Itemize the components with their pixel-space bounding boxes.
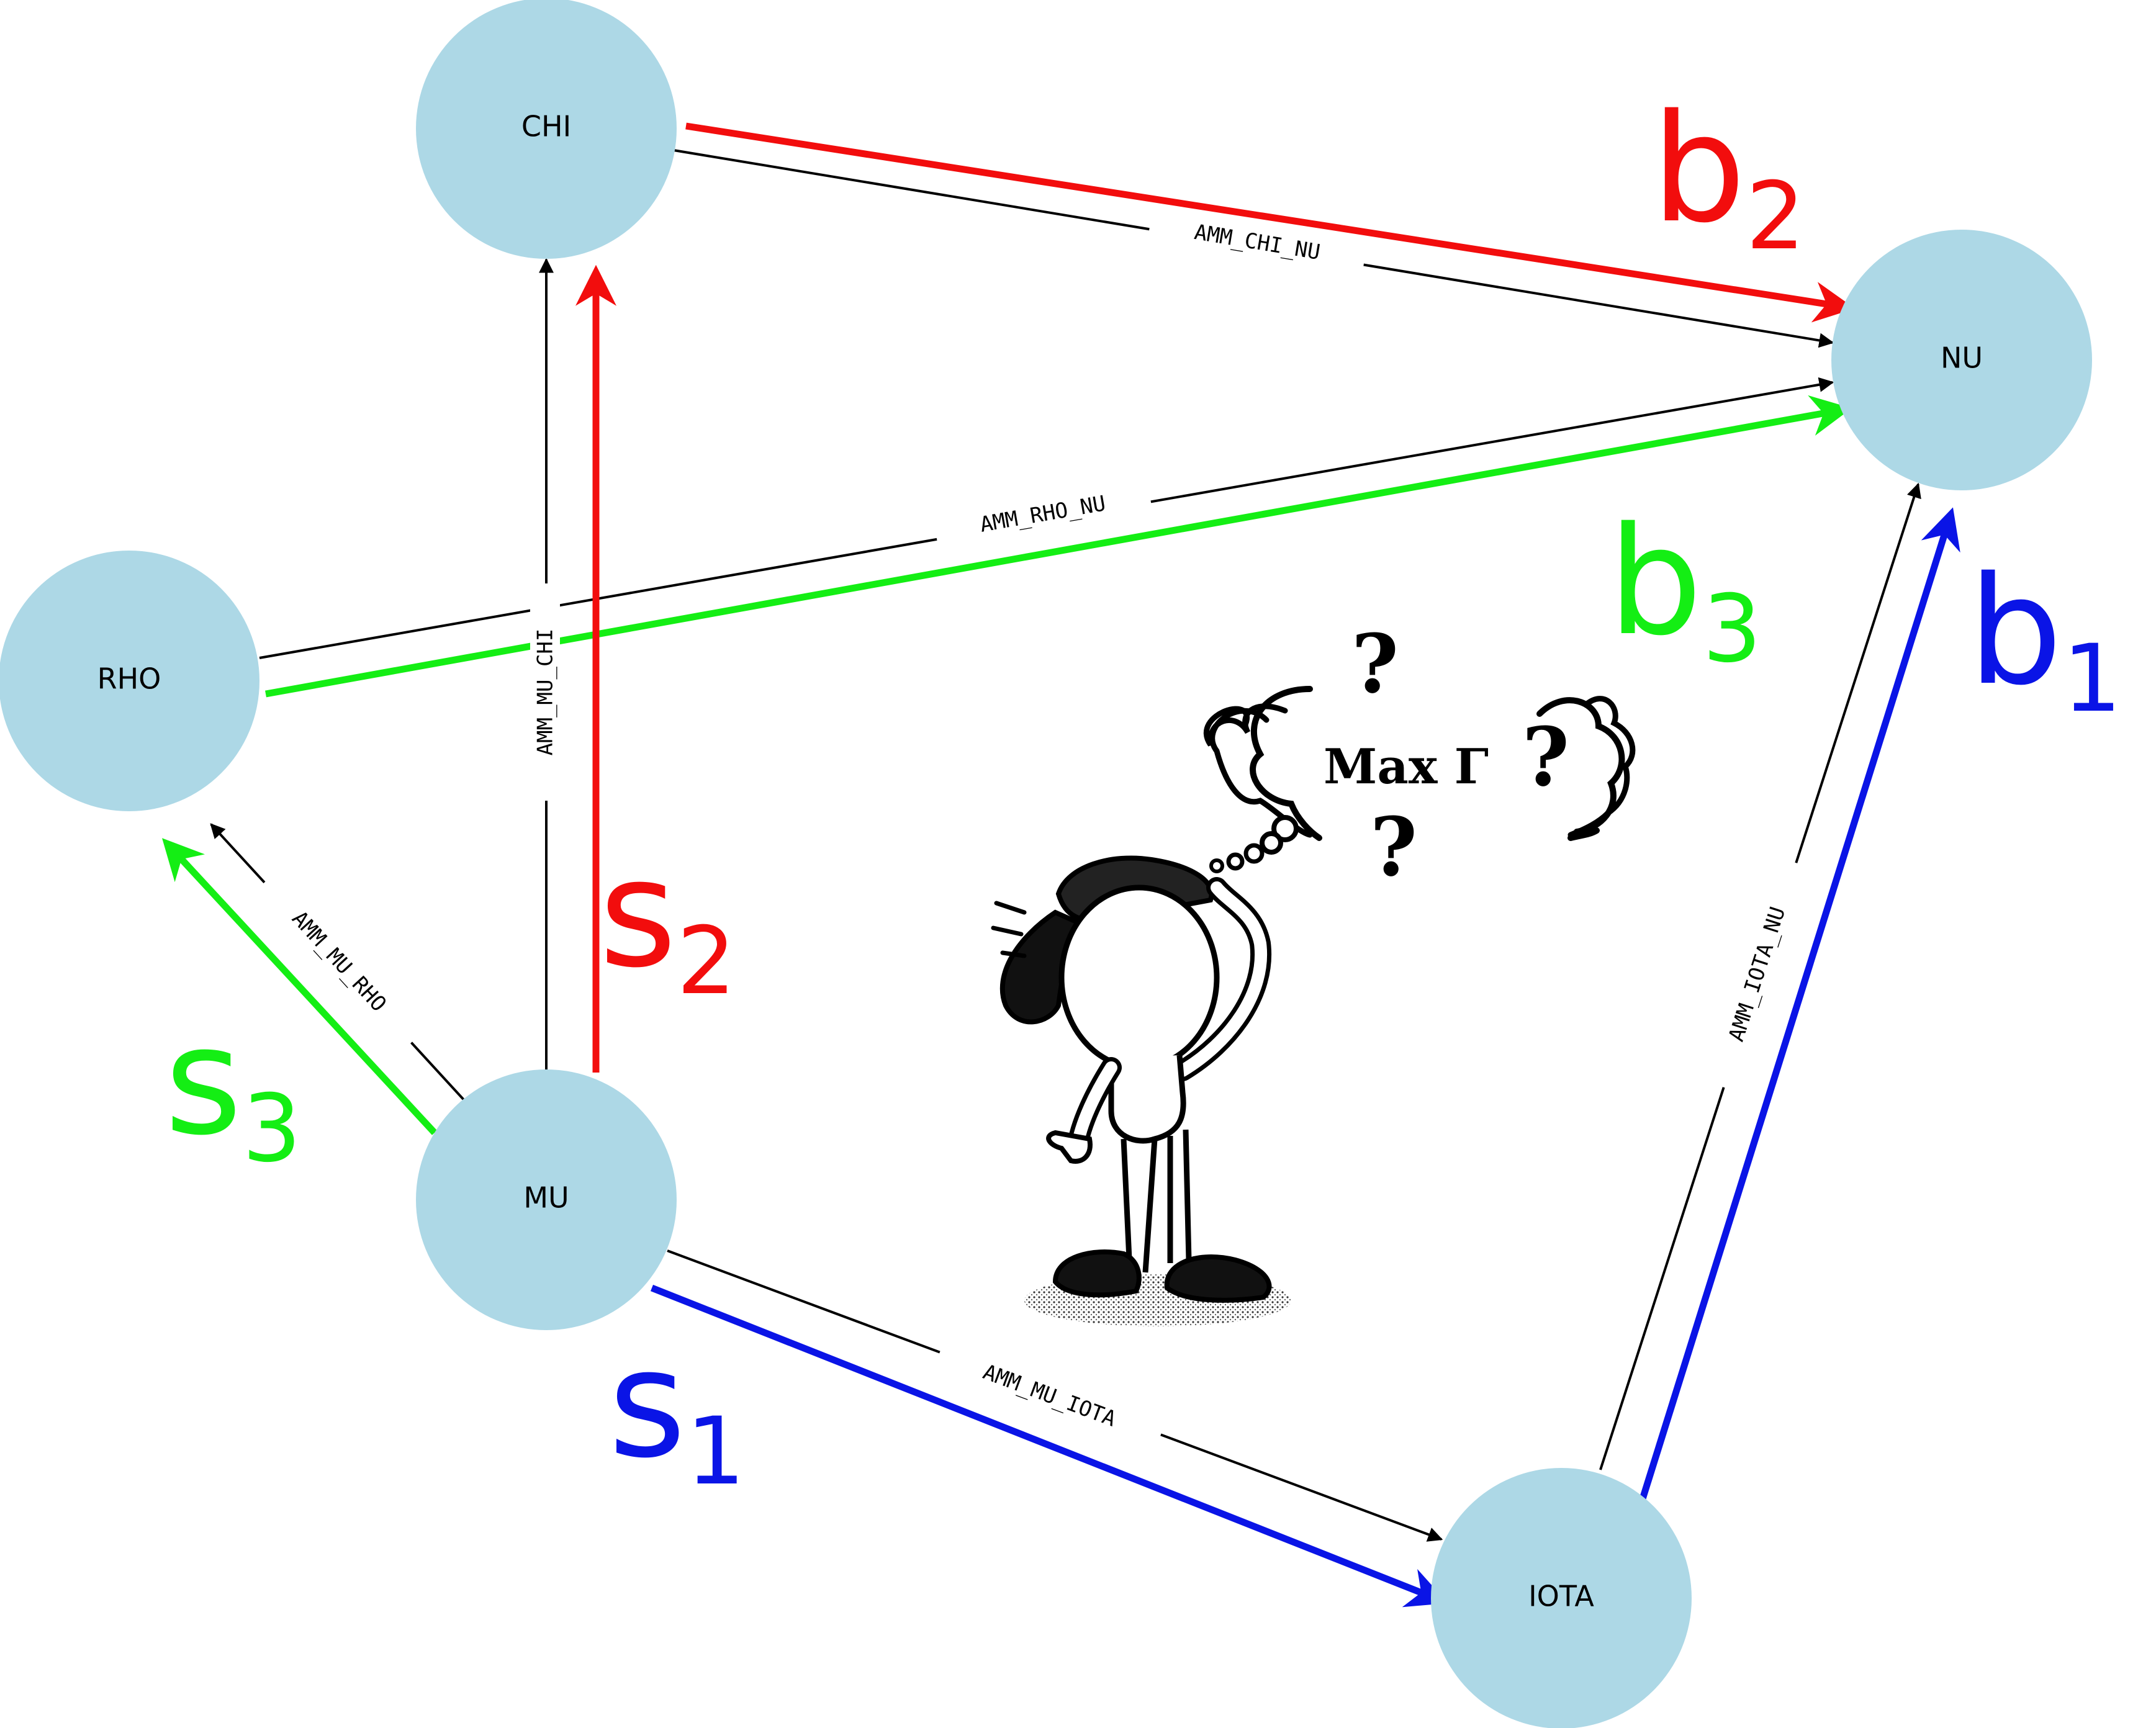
path-arrow-s3	[162, 838, 438, 1135]
thought-cloud-tail	[1567, 827, 1600, 841]
left-leg	[1121, 1138, 1158, 1273]
question-mark-right: ?	[1522, 709, 1569, 804]
edge-label-chi-nu: AMM_CHI_NU	[1193, 220, 1322, 265]
edges	[210, 149, 1921, 1542]
edge-label-mu-iota: AMM_MU_IOTA	[980, 1359, 1119, 1431]
torso	[1108, 1055, 1186, 1144]
path-arrow-s1	[650, 1284, 1448, 1608]
path-label-b1: b1	[1968, 544, 2122, 733]
node-mu[interactable]: MU	[416, 1069, 677, 1330]
thought-bubble-small	[1243, 843, 1265, 864]
node-chi[interactable]: CHI	[416, 0, 677, 259]
edge-label-rho-nu: AMM_RHO_NU	[978, 491, 1107, 538]
node-label-nu: NU	[1941, 341, 1983, 375]
right-shoe	[1164, 1254, 1272, 1303]
edge-label-mu-rho: AMM_MU_RHO	[287, 906, 391, 1017]
highlighted-paths	[162, 122, 1960, 1608]
path-arrow-b2	[685, 122, 1856, 323]
thought-text: Max Γ	[1324, 739, 1489, 795]
node-label-rho: RHO	[97, 662, 161, 696]
thinking-figure-illustration: Max Γ ? ? ?	[991, 616, 1636, 1326]
node-label-chi: CHI	[521, 110, 571, 143]
left-shoe	[1052, 1249, 1142, 1298]
right-leg	[1167, 1129, 1192, 1263]
path-label-b3: b3	[1608, 495, 1762, 683]
raised-arm-inner	[1176, 881, 1268, 1077]
node-iota[interactable]: IOTA	[1431, 1468, 1692, 1728]
node-nu[interactable]: NU	[1831, 230, 2092, 490]
path-label-s1: s1	[608, 1317, 745, 1506]
node-label-mu: MU	[523, 1181, 569, 1215]
path-arrow-b3	[265, 395, 1852, 698]
head	[1058, 884, 1220, 1071]
thought-cloud-right	[1536, 697, 1625, 835]
nodes: CHI NU RHO MU IOTA	[0, 0, 2092, 1728]
hand	[1046, 1130, 1093, 1164]
question-mark-top: ?	[1351, 616, 1399, 711]
edge-label-mu-chi: AMM_MU_CHI	[533, 629, 558, 756]
path-arrow-b1	[1638, 507, 1960, 1502]
thought-bubble-large	[1271, 815, 1299, 842]
path-label-b2: b2	[1651, 82, 1805, 271]
question-mark-bottom: ?	[1370, 799, 1417, 894]
thought-bubble-dot	[1209, 858, 1224, 873]
path-label-s3: s3	[165, 994, 301, 1183]
thought-cloud-left	[1250, 686, 1322, 841]
thought-bubble-medium	[1260, 831, 1283, 855]
node-label-iota: IOTA	[1528, 1580, 1594, 1613]
motion-lines	[991, 901, 1027, 958]
path-labels: s1 s2 s3 b1 b2 b3	[165, 82, 2122, 1506]
thought-bubble-tiny	[1226, 852, 1245, 871]
node-rho[interactable]: RHO	[0, 551, 259, 811]
path-label-s2: s2	[599, 827, 736, 1015]
